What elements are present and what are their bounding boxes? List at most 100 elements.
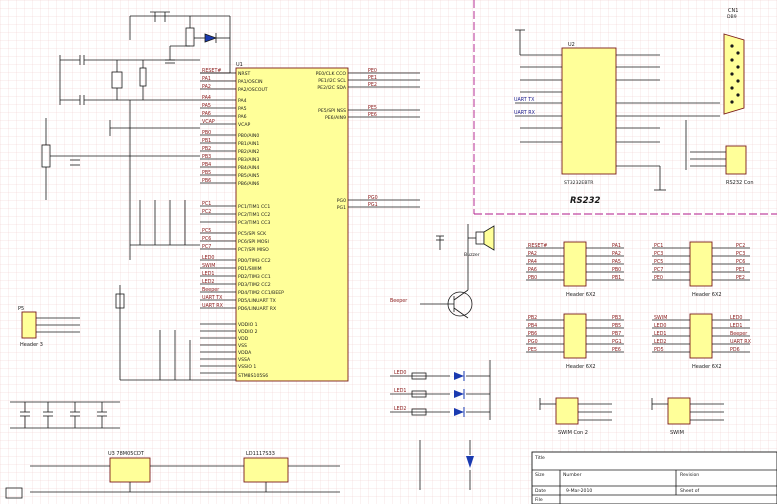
svg-text:PB5: PB5 xyxy=(202,170,211,176)
mcu-designator: U1 xyxy=(236,62,243,68)
led2-net: LED1 xyxy=(394,388,406,394)
svg-text:PA6: PA6 xyxy=(202,111,211,117)
svg-text:PA5: PA5 xyxy=(202,103,211,109)
svg-text:UART TX: UART TX xyxy=(202,295,223,301)
svg-text:PB4/AIN4: PB4/AIN4 xyxy=(238,165,259,171)
header-wiring xyxy=(526,247,750,353)
svg-text:PC5/SPI SCK: PC5/SPI SCK xyxy=(238,231,267,237)
svg-text:PB1: PB1 xyxy=(612,275,621,281)
svg-text:UART RX: UART RX xyxy=(202,303,224,309)
svg-text:PA6: PA6 xyxy=(238,114,247,120)
svg-text:LED1: LED1 xyxy=(730,323,742,329)
svg-text:PA4: PA4 xyxy=(238,98,247,104)
svg-text:PC7: PC7 xyxy=(202,244,211,250)
size-label: Size xyxy=(535,472,545,478)
regulator-u4-body xyxy=(243,457,289,483)
svg-text:VDD: VDD xyxy=(238,336,249,342)
sw-conn-right-name: SWIM xyxy=(670,430,684,436)
svg-text:PC6/SPI MOSI: PC6/SPI MOSI xyxy=(238,239,269,245)
svg-text:LED0: LED0 xyxy=(654,323,666,329)
svg-text:LED1: LED1 xyxy=(202,271,214,277)
svg-text:SWIM: SWIM xyxy=(202,263,215,269)
svg-text:LED0: LED0 xyxy=(202,255,214,261)
svg-text:PB4: PB4 xyxy=(528,323,537,329)
reset-circuit xyxy=(129,11,231,74)
sw-conn-right-body xyxy=(667,397,691,425)
svg-text:VSSA: VSSA xyxy=(238,357,251,363)
svg-text:PC2: PC2 xyxy=(202,209,211,215)
svg-text:PA1: PA1 xyxy=(202,76,211,82)
rs232-conn-body xyxy=(725,145,747,175)
svg-text:PB0: PB0 xyxy=(612,267,621,273)
db9-connector-body xyxy=(723,33,745,115)
svg-text:VSSIO 1: VSSIO 1 xyxy=(238,364,256,370)
svg-text:PE6: PE6 xyxy=(612,347,621,353)
svg-text:PC3/TIM1 CC3: PC3/TIM1 CC3 xyxy=(238,220,270,226)
svg-text:PA4: PA4 xyxy=(202,95,211,101)
svg-text:PC3: PC3 xyxy=(654,251,663,257)
svg-text:PA6: PA6 xyxy=(528,267,537,273)
led-circuit xyxy=(390,360,491,490)
svg-text:PE1/I2C SCL: PE1/I2C SCL xyxy=(318,78,346,84)
svg-text:PD4/TIM2 CC1/BEEP: PD4/TIM2 CC1/BEEP xyxy=(238,290,284,296)
svg-text:PC2: PC2 xyxy=(736,243,745,249)
svg-text:PB4: PB4 xyxy=(202,162,211,168)
rs232-uart-rx-label: UART RX xyxy=(514,110,536,116)
regulator-u3-name: U3 78M05CDT xyxy=(108,451,145,457)
regulator-u4-name: LD1117S33 xyxy=(246,451,275,457)
svg-text:PB6: PB6 xyxy=(528,331,537,337)
regulator-u3-body xyxy=(109,457,151,483)
svg-text:PD2/TIM3 CC1: PD2/TIM3 CC1 xyxy=(238,274,271,280)
svg-text:VSS: VSS xyxy=(238,343,247,349)
svg-text:PB0: PB0 xyxy=(202,130,211,136)
svg-text:PA2/OSCOUT: PA2/OSCOUT xyxy=(238,87,268,93)
svg-text:PD5: PD5 xyxy=(654,347,664,353)
header-nets: RESET# PA2 PA4 PA6 PB0 PA1 PA2 PA5 PB0 P… xyxy=(528,243,752,353)
svg-text:PB6/AIN6: PB6/AIN6 xyxy=(238,181,259,187)
title-label: Title xyxy=(534,455,545,461)
svg-text:LED2: LED2 xyxy=(654,339,666,345)
svg-text:PG1: PG1 xyxy=(337,205,346,211)
db9-designator: CN1 xyxy=(728,8,738,14)
svg-text:PA2: PA2 xyxy=(528,251,537,257)
rs232-uart-tx-label: UART TX xyxy=(514,97,535,103)
svg-text:VDDA: VDDA xyxy=(238,350,252,356)
svg-text:PB5/AIN5: PB5/AIN5 xyxy=(238,173,259,179)
svg-text:PG1: PG1 xyxy=(612,339,622,345)
svg-text:VCAP: VCAP xyxy=(202,119,215,125)
svg-text:PD0/TIM3 CC2: PD0/TIM3 CC2 xyxy=(238,258,271,264)
svg-text:PC7/SPI MISO: PC7/SPI MISO xyxy=(238,247,269,253)
svg-text:PG0: PG0 xyxy=(368,195,378,201)
sw-conn-left-name: SWIM Con 2 xyxy=(558,430,588,436)
svg-text:PE5: PE5 xyxy=(368,105,377,111)
svg-text:PB1/AIN1: PB1/AIN1 xyxy=(238,141,259,147)
svg-text:PA2: PA2 xyxy=(202,84,211,90)
sw-conn-left-body xyxy=(555,397,579,425)
crystal-circuit xyxy=(59,55,200,105)
svg-text:PB0: PB0 xyxy=(528,275,537,281)
svg-text:RESET#: RESET# xyxy=(202,68,221,74)
date-value: 9-Mar-2010 xyxy=(566,488,592,494)
led1-net: LED0 xyxy=(394,370,406,376)
svg-text:PE1: PE1 xyxy=(736,267,745,273)
svg-text:NRST: NRST xyxy=(238,71,251,77)
sw-conn-wiring xyxy=(539,398,724,421)
svg-text:PD6: PD6 xyxy=(730,347,740,353)
svg-text:PC3: PC3 xyxy=(736,251,745,257)
header-p1-body xyxy=(563,241,587,287)
potentiometer-circuit xyxy=(41,118,200,200)
sheet-label: Sheet of xyxy=(680,488,700,494)
svg-text:PE1: PE1 xyxy=(368,75,377,81)
svg-text:PB5: PB5 xyxy=(612,323,621,329)
svg-text:PB3: PB3 xyxy=(612,315,621,321)
svg-text:PE6/AIN9: PE6/AIN9 xyxy=(325,115,346,121)
header-p2-body xyxy=(689,241,713,287)
number-label: Number xyxy=(563,472,582,478)
title-block: Title Size Number Revision Date 9-Mar-20… xyxy=(531,451,777,504)
svg-text:VDDIO 1: VDDIO 1 xyxy=(238,322,258,328)
buzzer-label: Buzzer xyxy=(464,252,480,258)
svg-text:SWIM: SWIM xyxy=(654,315,667,321)
